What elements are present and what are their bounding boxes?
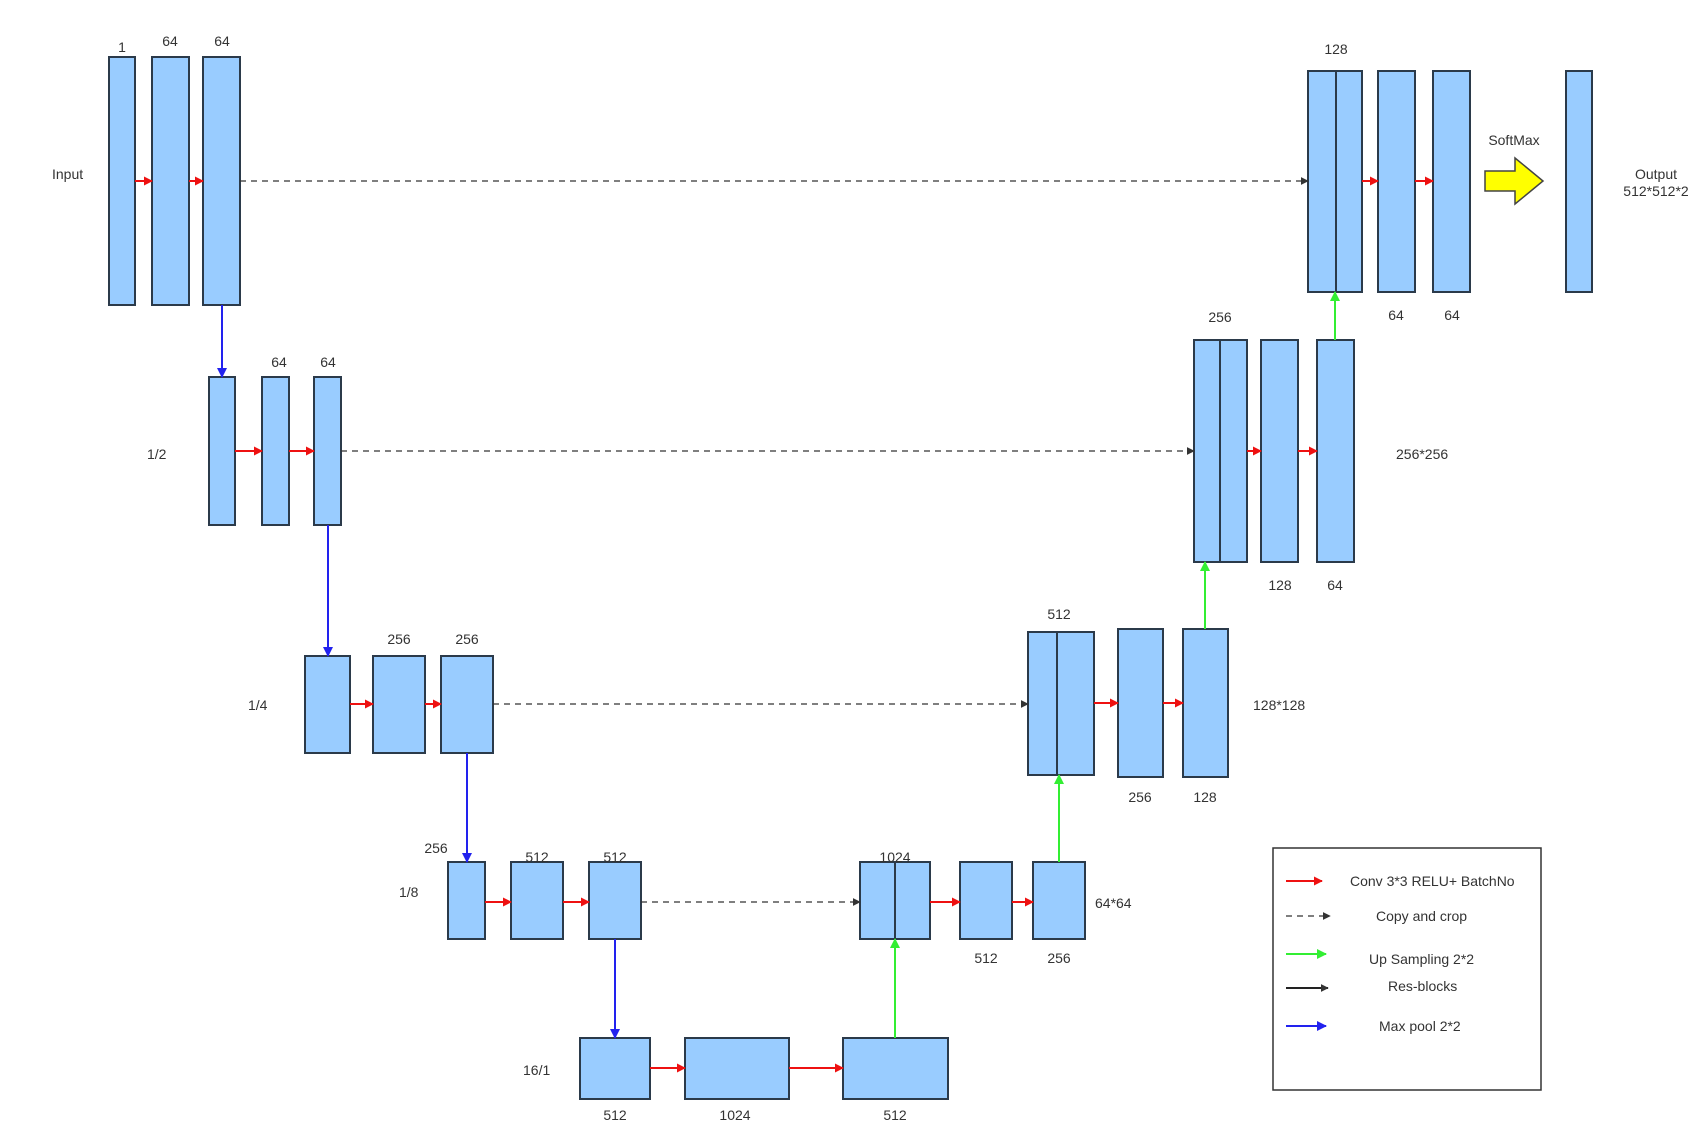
resolution-label: 128*128 <box>1253 697 1305 713</box>
output-label: Output <box>1635 166 1677 182</box>
enc0-block-1 <box>108 56 136 306</box>
channel-label: 64 <box>1388 307 1404 323</box>
dec0-block-3 <box>1432 70 1471 293</box>
channel-label: 256 <box>1128 789 1152 805</box>
enc3-block-1 <box>447 861 486 940</box>
dec2-concat-block-right <box>1056 631 1095 776</box>
legend-box <box>1272 847 1542 1091</box>
legend-up-label: Up Sampling 2*2 <box>1369 951 1474 967</box>
channel-label: 512 <box>603 849 627 865</box>
enc3-block-2 <box>510 861 564 940</box>
channel-label: 512 <box>883 1107 907 1123</box>
channel-label: 128 <box>1268 577 1292 593</box>
channel-label: 256 <box>455 631 479 647</box>
dec3-concat-block-right <box>894 861 931 940</box>
dec1-concat-block-left <box>1193 339 1221 563</box>
dec0-concat-block-left <box>1307 70 1337 293</box>
legend-copy-label: Copy and crop <box>1376 908 1467 924</box>
enc0-block-2 <box>151 56 190 306</box>
level-label: 16/1 <box>523 1062 550 1078</box>
channel-label: 64 <box>1444 307 1460 323</box>
enc0-block-3 <box>202 56 241 306</box>
channel-label: 64 <box>320 354 336 370</box>
enc3-block-3 <box>588 861 642 940</box>
channel-label: 512 <box>525 849 549 865</box>
channel-label: 512 <box>603 1107 627 1123</box>
legend-pool-label: Max pool 2*2 <box>1379 1018 1461 1034</box>
channel-label: 64 <box>1327 577 1343 593</box>
dec0-concat-block-right <box>1335 70 1363 293</box>
channel-label: 512 <box>1047 606 1071 622</box>
channel-label: 256 <box>1047 950 1071 966</box>
enc1-block-2 <box>261 376 290 526</box>
enc2-block-1 <box>304 655 351 754</box>
channel-label: 1 <box>118 39 126 55</box>
dec3-block-2 <box>959 861 1013 940</box>
output-size-label: 512*512*2 <box>1623 183 1689 199</box>
channel-label: 256 <box>424 840 448 856</box>
bottleneck-block-1 <box>579 1037 651 1100</box>
legend-res-label: Res-blocks <box>1388 978 1457 994</box>
dec2-block-2 <box>1117 628 1164 778</box>
level-label: 1/8 <box>399 884 419 900</box>
channel-label: 256 <box>1208 309 1232 325</box>
dec2-block-3 <box>1182 628 1229 778</box>
softmax-label: SoftMax <box>1488 132 1539 148</box>
input-label: Input <box>52 166 83 182</box>
level-label: 1/4 <box>248 697 268 713</box>
enc2-block-2 <box>372 655 426 754</box>
output-block <box>1565 70 1593 293</box>
dec1-block-2 <box>1260 339 1299 563</box>
level-label: 1/2 <box>147 446 167 462</box>
channel-label: 64 <box>271 354 287 370</box>
legend: Conv 3*3 RELU+ BatchNo Copy and crop Up … <box>1272 847 1542 1091</box>
dec1-concat-block-right <box>1219 339 1248 563</box>
dec0-block-2 <box>1377 70 1416 293</box>
channel-label: 256 <box>387 631 411 647</box>
channel-label: 64 <box>214 33 230 49</box>
channel-label: 1024 <box>879 849 910 865</box>
dec3-concat-block-left <box>859 861 896 940</box>
channel-label: 512 <box>974 950 998 966</box>
channel-label: 1024 <box>719 1107 750 1123</box>
bottleneck-block-2 <box>684 1037 790 1100</box>
resolution-label: 256*256 <box>1396 446 1448 462</box>
resolution-label: 64*64 <box>1095 895 1132 911</box>
softmax-arrow <box>1484 156 1545 206</box>
channel-label: 128 <box>1193 789 1217 805</box>
dec2-concat-block-left <box>1027 631 1058 776</box>
enc1-block-3 <box>313 376 342 526</box>
enc1-block-1 <box>208 376 236 526</box>
channel-label: 128 <box>1324 41 1348 57</box>
enc2-block-3 <box>440 655 494 754</box>
bottleneck-block-3 <box>842 1037 949 1100</box>
legend-conv-label: Conv 3*3 RELU+ BatchNo <box>1350 873 1515 889</box>
channel-label: 64 <box>162 33 178 49</box>
dec1-block-3 <box>1316 339 1355 563</box>
dec3-block-3 <box>1032 861 1086 940</box>
